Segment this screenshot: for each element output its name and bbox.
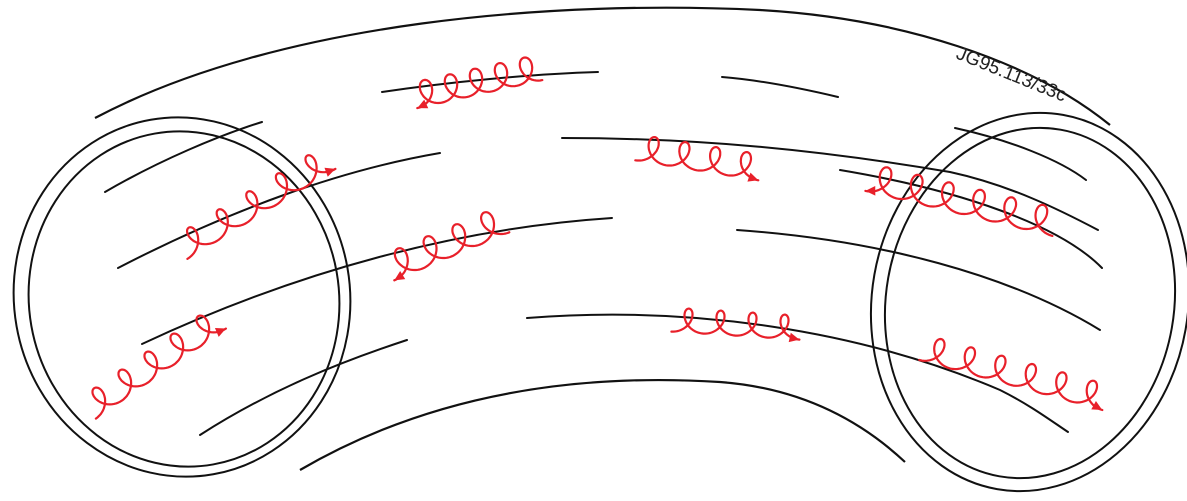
field-line [527, 315, 1068, 432]
reference-code-label: JG95.113/33c [953, 43, 1069, 106]
torus-outer-edge [95, 8, 1110, 125]
field-line [737, 230, 1100, 330]
field-line [200, 340, 407, 435]
left-cross-section-outer [0, 91, 379, 501]
orbit-arrowhead [324, 168, 335, 177]
gyration-orbit [394, 212, 509, 280]
field-line [722, 77, 838, 97]
gyration-orbit [635, 137, 758, 180]
gyration-orbit [671, 309, 799, 340]
field-line [142, 218, 612, 344]
field-line [955, 128, 1086, 180]
orbit-arrowhead [865, 186, 875, 196]
gyration-orbit [187, 155, 335, 259]
gyration-orbit [865, 167, 1052, 236]
gyration-orbit [417, 58, 542, 109]
gyration-orbit [919, 339, 1102, 410]
orbit-arrowhead [789, 333, 800, 342]
orbit-arrowhead [747, 173, 758, 182]
magnetic-field-lines [105, 72, 1102, 435]
gyration-orbit [93, 316, 226, 419]
right-cross-section-outer [841, 87, 1187, 501]
left-cross-section-inner [2, 107, 366, 492]
particle-orbits [93, 58, 1103, 419]
field-line [105, 122, 262, 192]
torus-inner-edge [300, 380, 905, 470]
field-line [382, 72, 598, 92]
